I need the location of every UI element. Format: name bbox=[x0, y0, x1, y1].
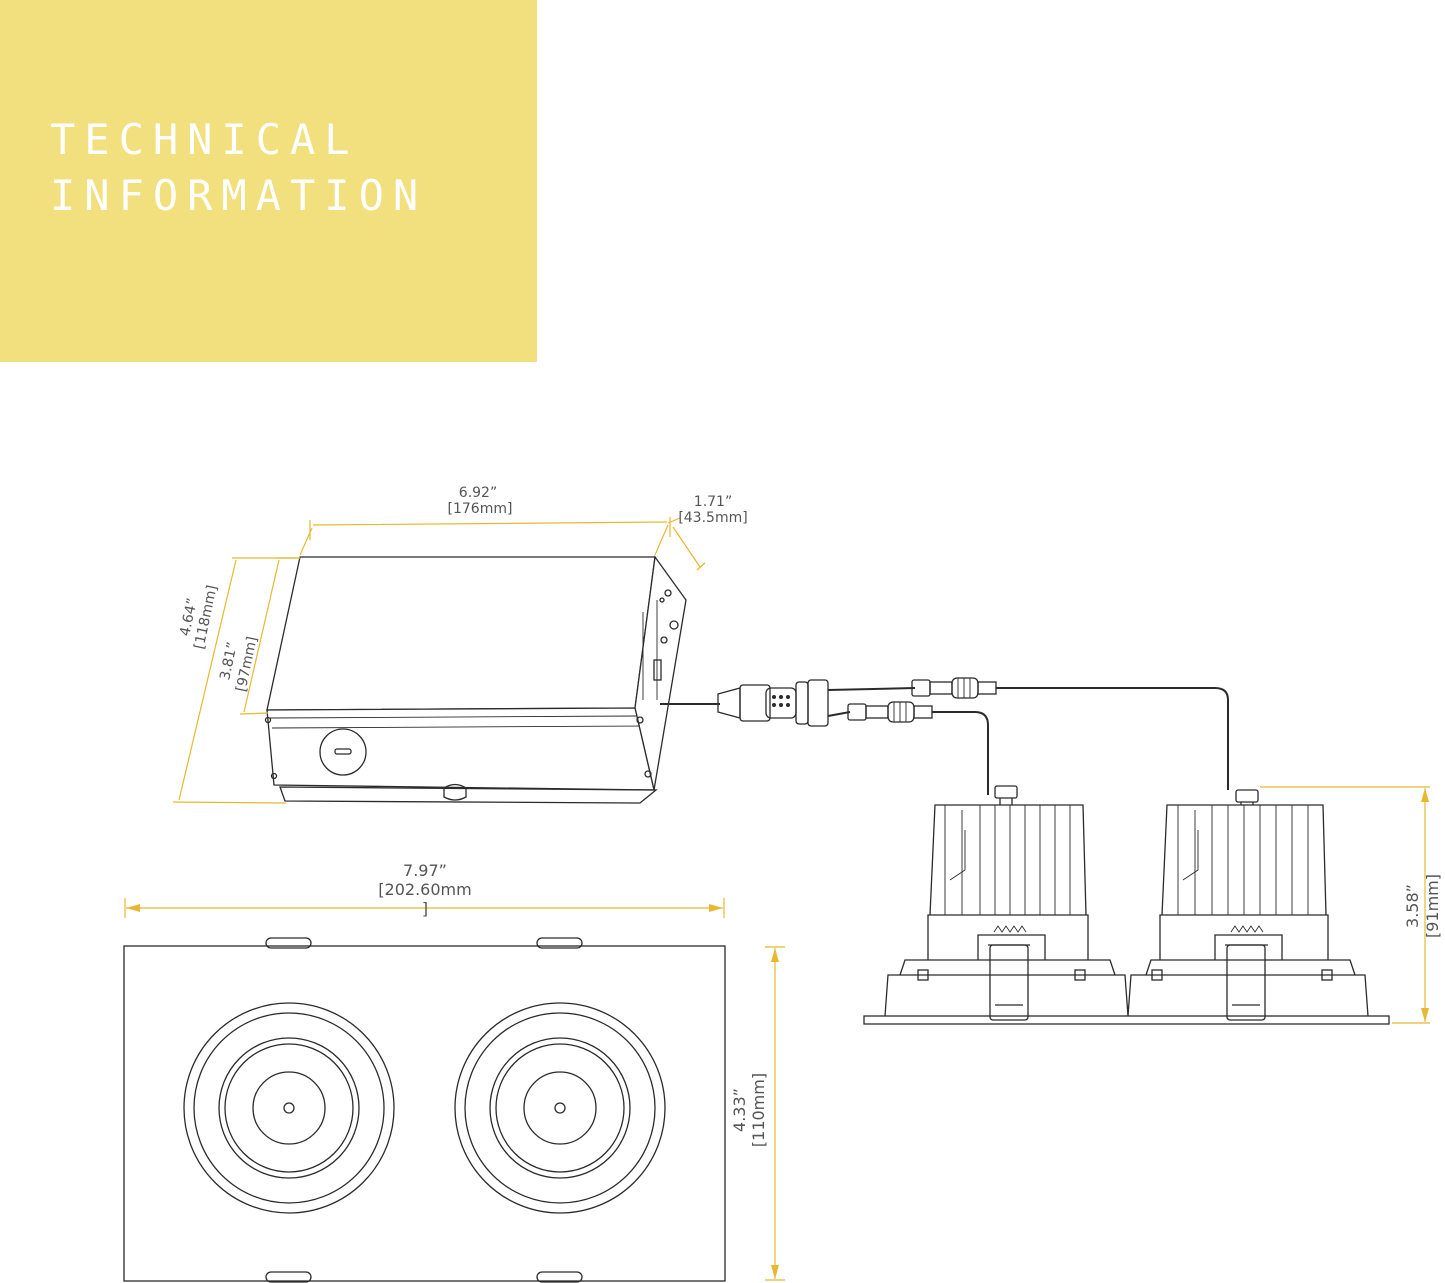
label-trim-length-mm-end: ] bbox=[422, 899, 428, 918]
label-trim-length-in: 7.97” bbox=[403, 861, 447, 880]
dim-line-driver-depth bbox=[667, 517, 706, 571]
trim-plate-side bbox=[863, 1015, 1390, 1025]
dim-line-fixture-height bbox=[1260, 786, 1430, 1024]
dimension-lines bbox=[124, 517, 1430, 1281]
label-driver-length-mm: [176mm] bbox=[448, 501, 513, 517]
banner-title-line-1: TECHNICAL bbox=[50, 115, 359, 164]
trim-front-view bbox=[123, 937, 726, 1283]
knockout-hole bbox=[319, 728, 367, 776]
label-fixture-height-in: 3.58” bbox=[1403, 884, 1422, 928]
light-aperture-right bbox=[454, 1002, 666, 1214]
connector-cables bbox=[660, 677, 1229, 795]
fixture-side-view bbox=[863, 785, 1390, 1025]
driver-front-face bbox=[266, 707, 655, 791]
label-driver-width-in: 4.64” bbox=[177, 597, 201, 638]
label-driver-depth-in: 1.71” bbox=[694, 494, 732, 510]
dim-line-trim-width bbox=[765, 946, 785, 1281]
dim-line-driver-height bbox=[239, 557, 300, 715]
dim-line-driver-length bbox=[299, 517, 671, 556]
keyhole-slot bbox=[443, 783, 467, 801]
label-trim-width-in: 4.33” bbox=[730, 1088, 749, 1132]
label-fixture-height-mm: [91mm] bbox=[1423, 874, 1442, 938]
dim-line-trim-length bbox=[124, 898, 725, 918]
heat-sink-left bbox=[917, 785, 1089, 1021]
heat-sink-right bbox=[1151, 789, 1333, 1021]
technical-information-banner: TECHNICAL INFORMATION bbox=[0, 0, 537, 362]
label-driver-height-in: 3.81” bbox=[217, 641, 241, 682]
trim-plate bbox=[123, 945, 726, 1282]
connector-a bbox=[951, 677, 979, 699]
label-trim-length-mm: [202.60mm bbox=[378, 880, 471, 899]
driver-top-face bbox=[266, 556, 656, 711]
label-driver-depth-mm: [43.5mm] bbox=[678, 510, 747, 526]
banner-title-line-2: INFORMATION bbox=[50, 171, 428, 220]
label-trim-width-mm: [110mm] bbox=[749, 1073, 768, 1147]
connector-b bbox=[887, 701, 915, 723]
driver-box bbox=[264, 555, 687, 804]
light-aperture-left bbox=[183, 1002, 395, 1214]
label-driver-length-in: 6.92” bbox=[459, 485, 497, 501]
